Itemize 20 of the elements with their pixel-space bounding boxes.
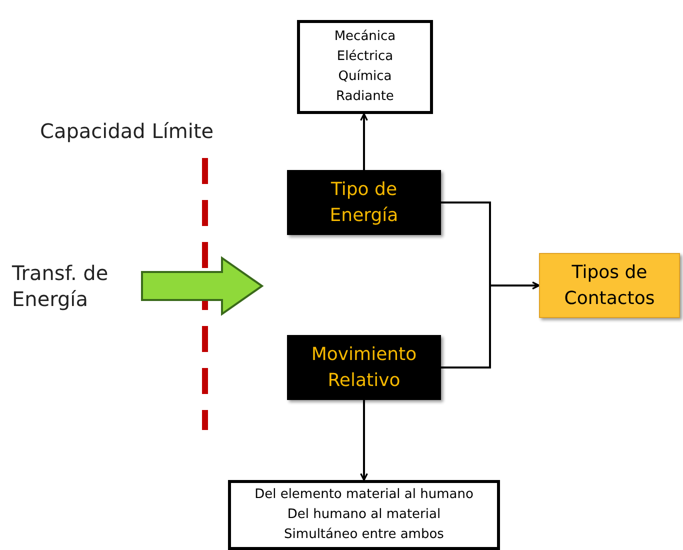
box-text: Mecánica bbox=[333, 28, 397, 46]
arrow bbox=[441, 282, 540, 368]
box-text: Simultáneo entre ambos bbox=[283, 526, 445, 544]
box-text: Química bbox=[337, 68, 393, 86]
process-box bbox=[287, 170, 441, 235]
box-text: Eléctrica bbox=[336, 48, 394, 66]
list-box bbox=[297, 20, 433, 114]
process-box bbox=[539, 253, 680, 318]
box-text: Tipos de Contactos bbox=[563, 260, 656, 310]
arrow bbox=[360, 400, 368, 481]
box-text: Radiante bbox=[335, 88, 395, 106]
arrow bbox=[360, 113, 368, 170]
box-text: Movimiento Relativo bbox=[310, 342, 418, 392]
box-text: Tipo de Energía bbox=[328, 178, 400, 228]
list-box bbox=[228, 480, 500, 550]
box-text: Del elemento material al humano bbox=[254, 486, 474, 504]
box-text: Del humano al material bbox=[286, 506, 442, 524]
label-text: Capacidad Límite bbox=[40, 118, 214, 145]
process-box bbox=[287, 335, 441, 400]
label-text: Transf. de Energía bbox=[12, 260, 110, 312]
